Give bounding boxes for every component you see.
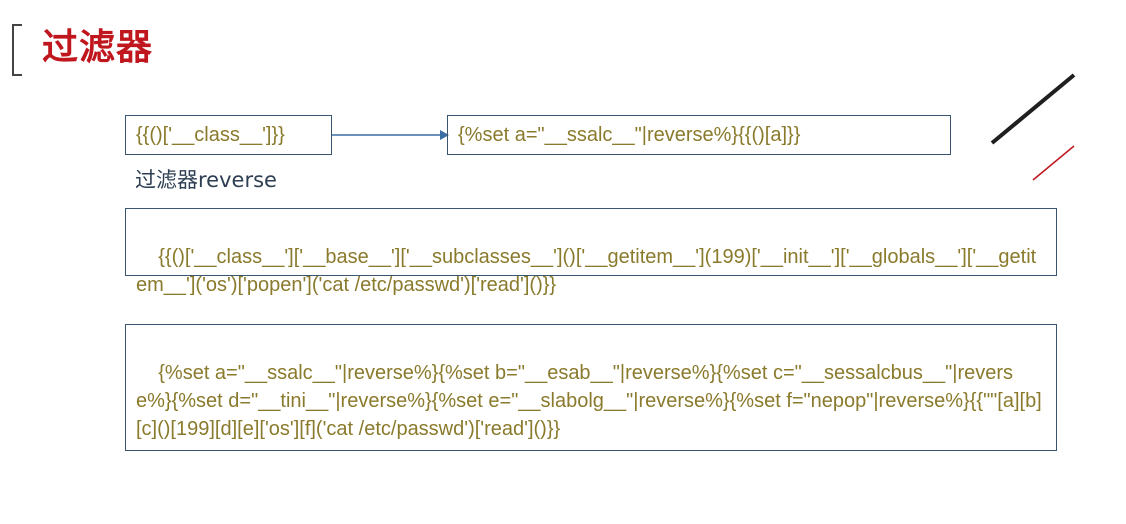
- decorative-lines: [990, 73, 1076, 181]
- filter-label: 过滤器reverse: [135, 168, 277, 192]
- code-box-reversed-full: {%set a="__ssalc__"|reverse%}{%set b="__…: [125, 324, 1057, 451]
- arrow-head: [440, 130, 449, 140]
- arrow-connector: [332, 130, 449, 140]
- deco-line-red: [1032, 145, 1075, 181]
- code-text-reversed-full: {%set a="__ssalc__"|reverse%}{%set b="__…: [136, 362, 1042, 440]
- deco-line-black: [990, 73, 1076, 145]
- code-text-original-short: {{()['__class__']}}: [136, 124, 285, 146]
- code-box-original-short: {{()['__class__']}}: [125, 115, 332, 155]
- slide-title: 过滤器: [42, 27, 154, 68]
- title-bracket: [12, 24, 22, 76]
- code-box-reversed-short: {%set a="__ssalc__"|reverse%}{{()[a]}}: [447, 115, 951, 155]
- code-box-original-full: {{()['__class__']['__base__']['__subclas…: [125, 208, 1057, 296]
- code-text-original-full: {{()['__class__']['__base__']['__subclas…: [136, 246, 1037, 296]
- code-text-reversed-short: {%set a="__ssalc__"|reverse%}{{()[a]}}: [458, 124, 801, 146]
